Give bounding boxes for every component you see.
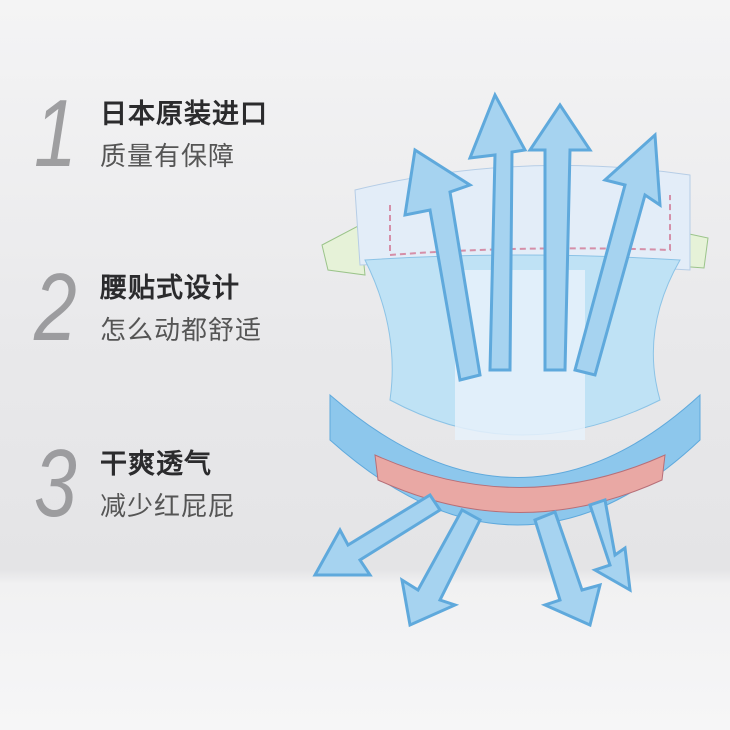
feature-3: 3 干爽透气 减少红屁屁 bbox=[34, 436, 334, 532]
arrow-down-icon bbox=[588, 498, 632, 593]
feature-subtitle: 怎么动都舒适 bbox=[100, 316, 263, 346]
arrow-up-icon bbox=[573, 131, 662, 377]
feature-1: 1 日本原装进口 质量有保障 bbox=[34, 86, 334, 182]
airflow-arrows bbox=[312, 91, 662, 628]
arrow-up-icon bbox=[527, 102, 593, 372]
feature-subtitle: 质量有保障 bbox=[100, 142, 236, 172]
arrow-down-icon bbox=[399, 507, 482, 628]
indicator-band bbox=[374, 454, 666, 513]
arrow-up-icon bbox=[403, 147, 482, 382]
arrow-down-icon bbox=[533, 510, 603, 628]
feature-number: 2 bbox=[34, 254, 77, 361]
feature-number: 1 bbox=[34, 80, 77, 187]
arrow-up-icon bbox=[467, 91, 528, 372]
feature-subtitle: 减少红屁屁 bbox=[100, 492, 236, 522]
left-tab bbox=[321, 224, 366, 276]
feature-title: 日本原装进口 bbox=[100, 99, 268, 130]
feature-title: 干爽透气 bbox=[100, 449, 212, 480]
arrow-down-icon bbox=[312, 492, 443, 577]
feature-title: 腰贴式设计 bbox=[100, 273, 240, 304]
feature-2: 2 腰贴式设计 怎么动都舒适 bbox=[34, 260, 334, 356]
feature-number: 3 bbox=[34, 430, 77, 537]
